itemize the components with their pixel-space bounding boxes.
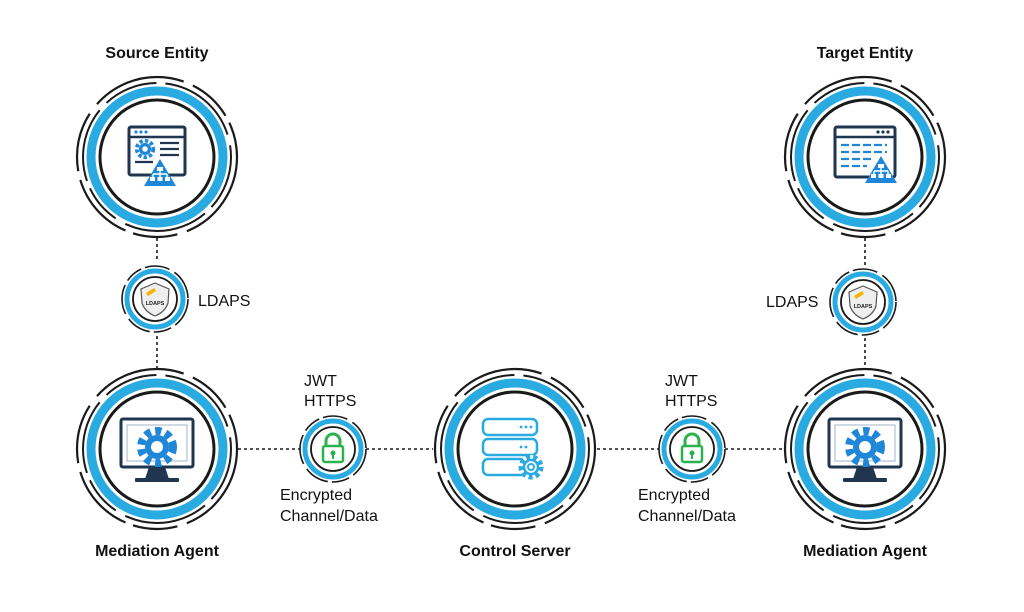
ldaps-label-right: LDAPS — [766, 294, 819, 311]
protocol-jwt-left: JWT — [304, 373, 337, 390]
encrypted-label-right: Encrypted — [638, 487, 711, 504]
ldaps-label-left: LDAPS — [198, 293, 251, 310]
mediation-agent-right-node — [785, 369, 945, 529]
target-entity-node — [785, 77, 945, 237]
source-entity-node — [77, 77, 237, 237]
protocol-https-left: HTTPS — [304, 393, 357, 410]
control-server-node — [435, 369, 595, 529]
mediation-agent-left-node — [77, 369, 237, 529]
mediation-agent-right-label: Mediation Agent — [803, 543, 927, 560]
channel-data-label-right: Channel/Data — [638, 508, 736, 525]
lock-node-right — [659, 416, 725, 482]
protocol-https-right: HTTPS — [665, 393, 718, 410]
ldaps-node-right: LDAPS — [830, 269, 896, 335]
server-gear-icon — [481, 417, 544, 480]
channel-data-label-left: Channel/Data — [280, 508, 378, 525]
ldaps-node-left: LDAPS — [122, 266, 188, 332]
ldaps-badge-text: LDAPS — [854, 304, 873, 310]
control-server-label: Control Server — [459, 543, 571, 560]
protocol-jwt-right: JWT — [665, 373, 698, 390]
mediation-agent-left-label: Mediation Agent — [95, 543, 219, 560]
target-entity-label: Target Entity — [816, 45, 914, 62]
ldaps-badge-text: LDAPS — [146, 301, 165, 307]
directory-list-icon — [833, 125, 898, 184]
connector-lines — [156, 238, 866, 450]
source-entity-label: Source Entity — [105, 45, 209, 62]
lock-node-left — [300, 416, 366, 482]
encrypted-label-left: Encrypted — [280, 487, 353, 504]
app-window-icon — [127, 125, 187, 187]
